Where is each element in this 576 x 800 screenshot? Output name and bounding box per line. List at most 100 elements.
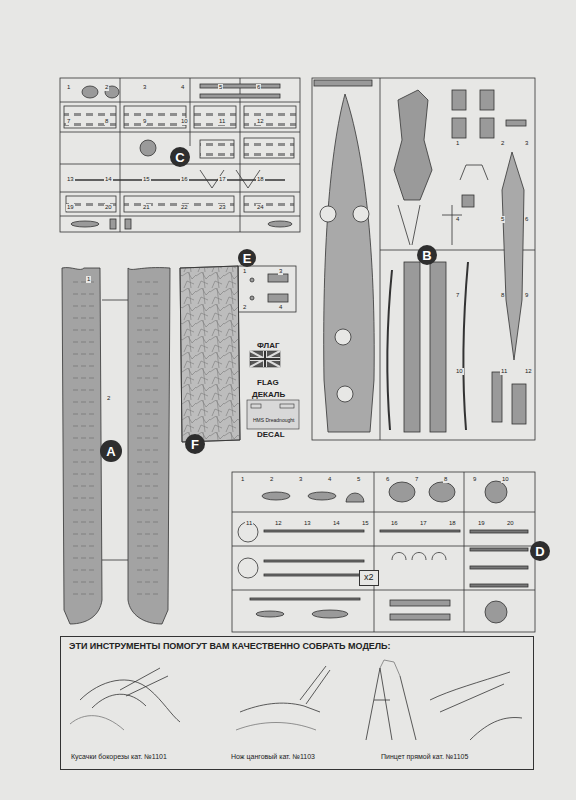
sprue-b-stroke [404, 262, 420, 432]
quantity-text: x2 [364, 572, 374, 582]
tool-sketches-stroke [240, 666, 330, 712]
part-number: 4 [180, 84, 185, 91]
flag-stroke [250, 351, 280, 367]
sea-base-f [180, 266, 240, 442]
sprue-e-stroke [250, 296, 254, 300]
sprue-c-stroke [200, 140, 234, 158]
sprue-d-stroke [264, 530, 364, 532]
part-number: 4 [327, 476, 332, 483]
sprue-c-stroke [110, 219, 116, 229]
part-number: 18 [448, 520, 457, 527]
tool-sketches-stroke [430, 672, 522, 740]
sprue-c-stroke [124, 196, 234, 212]
part-number: 19 [66, 204, 75, 211]
part-number: 7 [66, 118, 71, 125]
sprue-e-stroke [250, 278, 254, 282]
sprue-c-stroke [125, 219, 131, 229]
sprue-c-stroke [60, 192, 300, 193]
sprue-b-stroke [353, 206, 369, 222]
sprue-d-stroke [250, 598, 360, 600]
sprue-d-stroke [380, 530, 460, 532]
sprue-b-stroke [463, 262, 468, 430]
sprue-e-stroke [268, 274, 288, 282]
part-number: 11 [218, 118, 226, 125]
sprue-c [60, 78, 300, 232]
tool-caption: Нож цанговый кат. №1103 [231, 753, 315, 760]
sprue-b-stroke [480, 118, 494, 138]
sprue-letter-text: D [535, 544, 544, 559]
sprue-d-stroke [429, 482, 455, 502]
sprue-c-stroke [268, 221, 292, 227]
part-number: 3 [278, 268, 283, 275]
part-number: 3 [142, 84, 147, 91]
sprue-b-stroke [512, 384, 526, 424]
sprue-d-stroke [389, 482, 415, 502]
part-number: 4 [278, 304, 283, 311]
hull-halves-a [62, 268, 170, 624]
part-number: 6 [524, 216, 529, 223]
sprue-b-stroke [324, 94, 375, 432]
sprue-c-stroke [200, 170, 260, 188]
sprue-b-stroke [452, 118, 466, 138]
sprue-e-stroke [238, 266, 296, 312]
part-number: 17 [419, 520, 428, 527]
sprue-d-stroke [238, 558, 258, 578]
part-number: 7 [414, 476, 419, 483]
sprue-letter-text: F [191, 437, 199, 452]
part-number: 12 [524, 368, 533, 375]
sprue-c-stroke [66, 196, 116, 212]
sprue-letter: B [417, 245, 437, 265]
sheet-label: ДЕКАЛЬ [251, 390, 286, 399]
part-number: 1 [455, 140, 460, 147]
sprue-d-stroke [485, 601, 507, 623]
sprue-b-stroke [335, 329, 351, 345]
part-number: 22 [180, 204, 189, 211]
sprue-c-stroke [120, 78, 121, 232]
sprue-letter: A [100, 440, 122, 462]
part-number: 17 [218, 176, 227, 183]
sprue-letter: E [238, 249, 256, 267]
sheet-label: ФЛАГ [256, 341, 280, 350]
tool-caption: Пинцет прямой кат. №1105 [381, 753, 468, 760]
sprue-d-stroke [470, 584, 528, 587]
sprue-d-stroke [232, 472, 535, 632]
tool-sketches-stroke [236, 723, 316, 731]
tool-sketches-stroke [366, 668, 416, 740]
sprue-b-stroke [506, 120, 526, 126]
part-number: 5 [356, 476, 361, 483]
part-number: 14 [104, 176, 113, 183]
part-number: 18 [256, 176, 265, 183]
sprue-d-stroke [374, 472, 375, 632]
sprue-c-stroke [244, 196, 294, 212]
part-number: 3 [524, 140, 529, 147]
sprue-b-stroke [320, 206, 336, 222]
decal-sheet-stroke [251, 404, 261, 408]
sprue-d-stroke [232, 590, 535, 591]
sprue-b-stroke [462, 195, 474, 207]
hull-halves-a-stroke [72, 280, 96, 600]
sprue-d-stroke [308, 492, 336, 500]
part-number: 1 [86, 276, 91, 283]
quantity-box: x2 [359, 570, 379, 586]
sprue-letter: D [530, 541, 550, 561]
part-number: 6 [385, 476, 390, 483]
part-number: 12 [274, 520, 283, 527]
part-number: 5 [218, 84, 223, 91]
part-number: 5 [500, 216, 505, 223]
hull-halves-a-stroke [102, 300, 128, 301]
tool-sketches-stroke [92, 668, 168, 708]
part-number: 9 [142, 118, 147, 125]
decal-sheet-stroke [280, 404, 294, 408]
part-number: 2 [269, 476, 274, 483]
hull-halves-a-stroke [134, 280, 158, 600]
sprue-letter-text: A [106, 444, 115, 459]
sprue-c-stroke [60, 132, 300, 133]
part-number: 23 [218, 204, 227, 211]
sprue-d-stroke [232, 546, 535, 547]
part-number: 10 [455, 368, 464, 375]
sprue-letter-text: C [175, 150, 184, 165]
sprue-d-stroke [470, 530, 528, 533]
part-number: 11 [500, 368, 508, 375]
part-number: 9 [472, 476, 477, 483]
